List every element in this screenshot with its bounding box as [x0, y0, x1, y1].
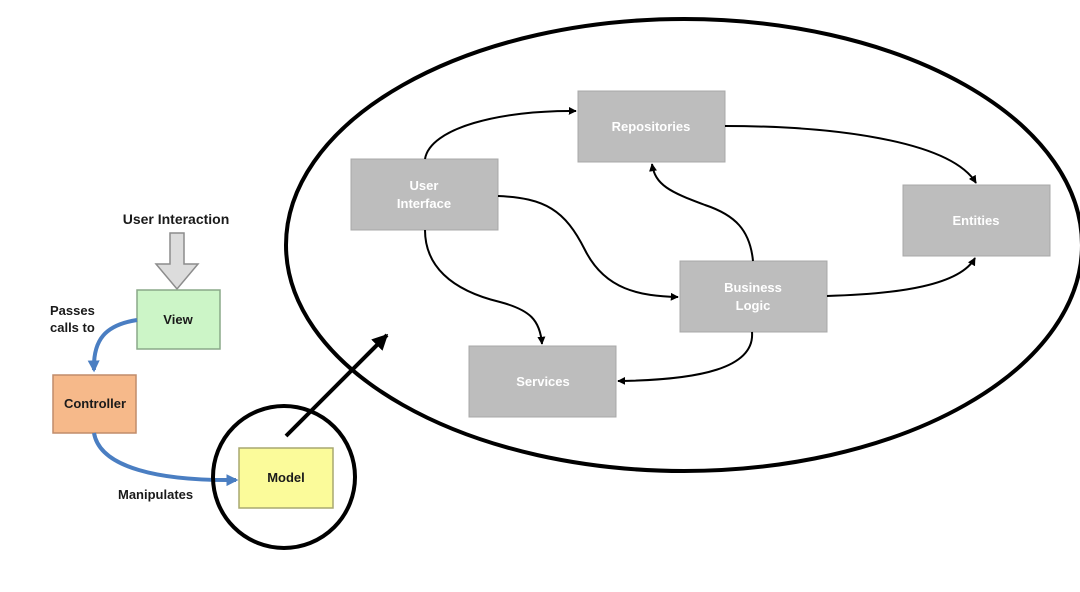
controller-box: Controller	[52, 374, 137, 434]
arrow-ui-to-business-logic	[497, 195, 679, 301]
model-box: Model	[238, 447, 334, 509]
arrow-business-logic-to-entities	[826, 257, 976, 297]
controller-label: Controller	[64, 396, 126, 411]
repositories-box: Repositories	[577, 90, 726, 163]
arrow-repositories-to-entities	[724, 125, 977, 184]
view-box: View	[136, 289, 221, 350]
arrow-ui-to-repositories	[424, 106, 577, 160]
manipulates-label: Manipulates	[118, 487, 193, 502]
business-logic-label-line1: Business	[724, 280, 782, 295]
services-box: Services	[468, 345, 617, 418]
arrow-view-to-controller	[87, 318, 138, 373]
arrow-business-logic-to-repositories	[649, 163, 754, 262]
entities-label: Entities	[953, 213, 1000, 228]
zoom-arrow	[284, 333, 389, 438]
entities-box: Entities	[902, 184, 1051, 257]
model-circle	[211, 404, 357, 550]
model-label: Model	[267, 470, 305, 485]
arrow-business-logic-to-services	[617, 331, 754, 385]
user-interface-label-line1: User	[410, 178, 439, 193]
architecture-ellipse	[284, 17, 1080, 473]
passes-calls-label-line1: Passes	[50, 303, 95, 318]
repositories-label: Repositories	[612, 119, 691, 134]
user-interface-box: User Interface	[350, 158, 499, 231]
user-interaction-arrow	[154, 232, 200, 291]
business-logic-label-line2: Logic	[736, 298, 771, 313]
business-logic-box: Business Logic	[679, 260, 828, 333]
arrow-controller-to-model	[92, 432, 239, 487]
arrow-ui-to-services	[424, 229, 546, 345]
user-interface-label-line2: Interface	[397, 196, 451, 211]
passes-calls-label-line2: calls to	[50, 320, 95, 335]
user-interaction-label: User Interaction	[123, 211, 230, 227]
view-label: View	[163, 312, 193, 327]
services-label: Services	[516, 374, 570, 389]
